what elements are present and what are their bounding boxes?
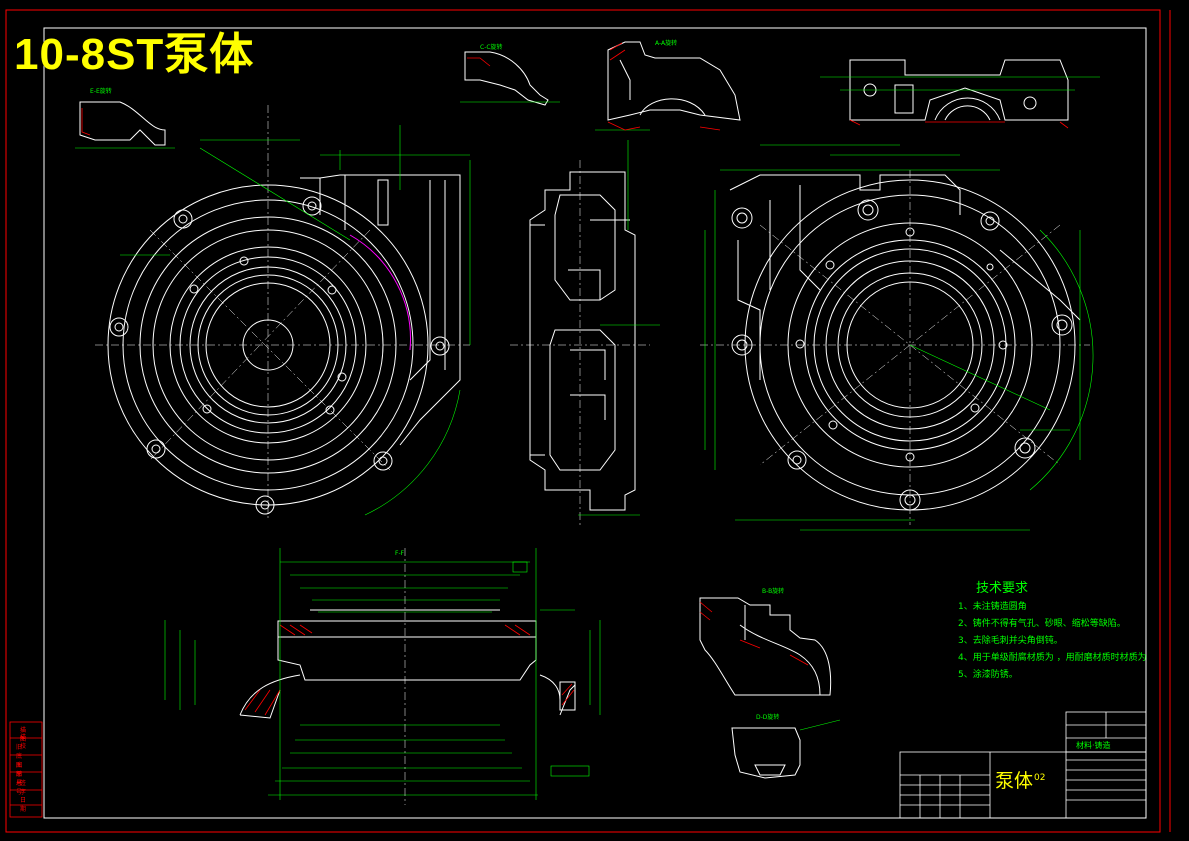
- revision-strip: [9, 721, 43, 818]
- tech-item: 2、铸件不得有气孔、砂眼、缩松等缺陷。: [958, 619, 1126, 629]
- bottom-section-dimensions: [164, 548, 601, 800]
- middle-side-section: [529, 171, 636, 511]
- part-name: 泵体: [995, 770, 1034, 792]
- detail-view-f: [731, 727, 801, 779]
- middle-section-dimensions: [578, 129, 660, 516]
- detail-view-c: [607, 41, 741, 121]
- rev-label: 描校: [20, 734, 27, 750]
- detail-view-d: [849, 59, 1069, 121]
- technical-requirements: 技术要求 1、未注铸造圆角 2、铸件不得有气孔、砂眼、缩松等缺陷。 3、去除毛刺…: [958, 580, 1147, 684]
- rev-label: 旧底图总号: [16, 744, 23, 787]
- middle-section-centerlines: [510, 160, 650, 525]
- section-label-e: E-E旋转: [90, 88, 112, 95]
- tech-heading: 技术要求: [976, 581, 1029, 596]
- left-front-centerlines: [95, 105, 470, 520]
- tech-item: 1、未注铸造圆角: [958, 602, 1027, 612]
- inner-border: [43, 27, 1147, 819]
- tech-item: 3、去除毛刺并尖角倒钝。: [958, 636, 1063, 646]
- section-label-d: D-D旋转: [756, 714, 780, 721]
- material-label: 材料·铸造: [1076, 741, 1111, 750]
- right-front-dimensions: [704, 144, 1094, 531]
- outer-border: [5, 9, 1161, 833]
- rev-label: 描图: [20, 727, 27, 743]
- section-label-a: A-A旋转: [655, 40, 678, 47]
- tech-item: 4、用于单级耐腐材质为 ，用耐磨材质时材质为: [958, 653, 1147, 663]
- section-label-c: C-C旋转: [480, 44, 503, 51]
- drawing-title: 10-8ST泵体: [14, 30, 255, 79]
- rev-label: 底图总号: [16, 762, 23, 796]
- detail-view-e: [699, 597, 832, 696]
- rev-label: 日期: [20, 797, 27, 813]
- rev-label: 签字: [20, 780, 27, 796]
- right-front-view: [729, 174, 1081, 511]
- tech-item: 5、涂漆防锈。: [958, 670, 1018, 680]
- left-front-dimensions: [120, 125, 471, 516]
- title-block: [899, 711, 1147, 819]
- detail-view-a: [75, 101, 175, 149]
- part-code: 02: [1034, 773, 1046, 783]
- detail-view-b: [460, 51, 560, 106]
- section-label-f: F-F: [395, 550, 405, 557]
- left-front-view: [107, 174, 461, 515]
- section-label-b: B-B旋转: [762, 588, 785, 595]
- bottom-section-view: [239, 609, 576, 719]
- bottom-section-hatch: [244, 624, 575, 716]
